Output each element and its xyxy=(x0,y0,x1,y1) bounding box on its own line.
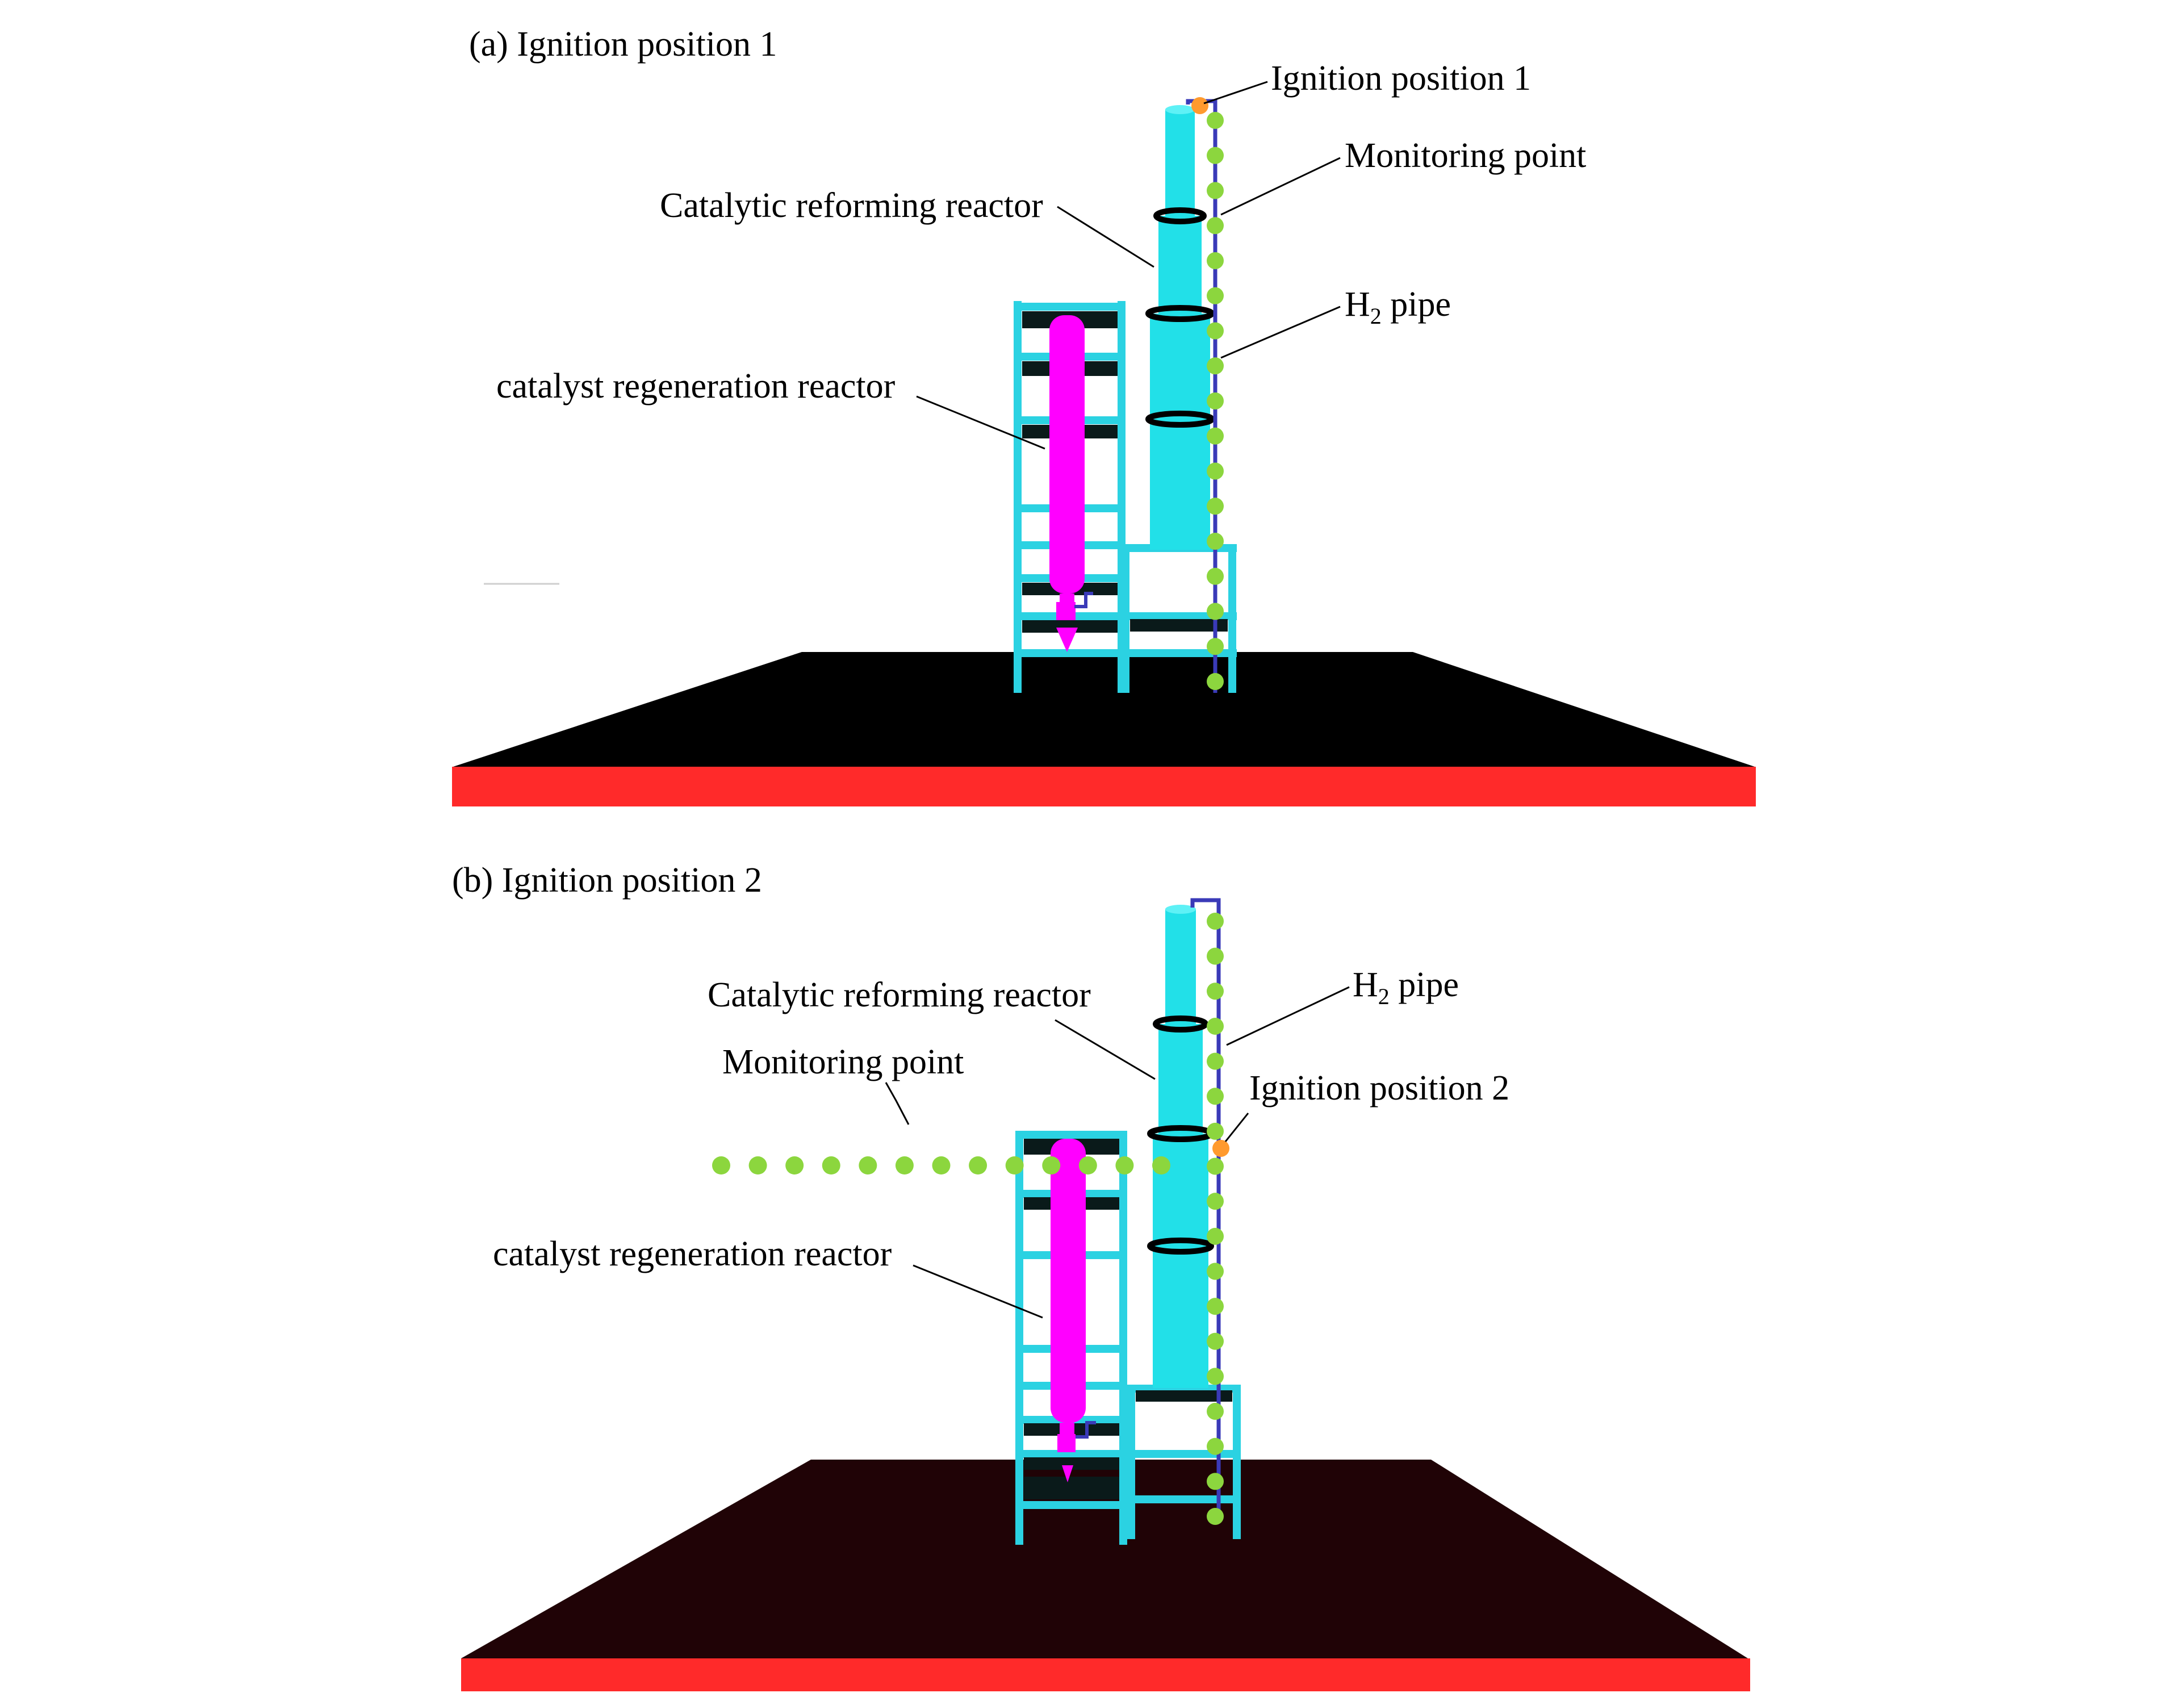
monitoring-point xyxy=(1207,913,1224,930)
monitoring-point xyxy=(895,1156,914,1174)
regeneration-reactor xyxy=(1051,1139,1086,1482)
monitoring-point xyxy=(1207,357,1224,375)
monitoring-point xyxy=(1207,1122,1224,1140)
monitoring-leader xyxy=(885,1082,910,1125)
monitoring-point xyxy=(1207,217,1224,235)
monitoring-point xyxy=(1207,1473,1224,1490)
panel-b: (b) Ignition position 2 H2 pipe Catalyti… xyxy=(452,861,1750,1691)
regeneration-leader xyxy=(916,395,1045,450)
h2-pipe xyxy=(1190,898,1221,1522)
monitoring-point xyxy=(1207,498,1224,515)
ground-edge xyxy=(452,767,1756,806)
h2-label: H2 pipe xyxy=(1353,965,1459,1009)
monitoring-point xyxy=(1207,1437,1224,1455)
monitoring-point xyxy=(1207,603,1224,620)
monitoring-point xyxy=(1115,1156,1134,1174)
monitoring-point xyxy=(1207,112,1224,129)
ground-plate xyxy=(461,1460,1748,1658)
monitoring-point xyxy=(1207,1508,1224,1525)
ground-edge xyxy=(461,1658,1750,1691)
monitoring-point xyxy=(932,1156,951,1174)
monitoring-point xyxy=(969,1156,988,1174)
ignition-label: Ignition position 1 xyxy=(1271,59,1531,98)
monitoring-point xyxy=(1078,1156,1097,1174)
monitoring-point xyxy=(1207,1332,1224,1350)
catalytic-label: Catalytic reforming reactor xyxy=(708,976,1091,1014)
catalytic-label: Catalytic reforming reactor xyxy=(660,186,1043,225)
ground-plate xyxy=(453,652,1755,767)
regeneration-reactor xyxy=(1049,315,1085,652)
monitoring-point xyxy=(1207,1017,1224,1035)
regeneration-label: catalyst regeneration reactor xyxy=(493,1235,892,1273)
monitoring-point xyxy=(1207,947,1224,965)
monitoring-point xyxy=(1042,1156,1061,1174)
ignition-label: Ignition position 2 xyxy=(1249,1069,1509,1107)
monitoring-point xyxy=(1207,462,1224,480)
catalytic-leader xyxy=(1055,1019,1156,1080)
regeneration-leader xyxy=(913,1264,1043,1319)
h2-leader xyxy=(1226,986,1350,1046)
monitoring-point xyxy=(1207,427,1224,445)
monitoring-point xyxy=(859,1156,877,1174)
monitoring-point xyxy=(1207,1298,1224,1315)
panel-a: (a) Ignition position 1 Ignition positio… xyxy=(452,25,1756,806)
regeneration-frame xyxy=(1015,1131,1127,1545)
monitoring-leader xyxy=(1220,157,1341,216)
monitoring-point xyxy=(1005,1156,1024,1174)
panel-title: (b) Ignition position 2 xyxy=(452,861,762,900)
monitoring-point xyxy=(1207,147,1224,164)
monitoring-point xyxy=(748,1156,767,1174)
monitoring-points xyxy=(1207,112,1224,690)
monitoring-point xyxy=(1207,983,1224,1000)
monitoring-label: Monitoring point xyxy=(1345,136,1586,175)
ignition-marker xyxy=(1191,97,1208,114)
monitoring-point xyxy=(822,1156,840,1174)
h2-label: H2 pipe xyxy=(1345,285,1451,329)
ignition-marker xyxy=(1212,1140,1229,1157)
monitoring-point xyxy=(712,1156,730,1174)
monitoring-point xyxy=(1207,1263,1224,1280)
monitoring-point xyxy=(1207,392,1224,409)
monitoring-point xyxy=(1207,1403,1224,1420)
monitoring-point xyxy=(1207,1052,1224,1070)
monitoring-point xyxy=(1207,287,1224,304)
monitoring-point xyxy=(1207,1193,1224,1210)
catalytic-rings xyxy=(1145,207,1215,428)
panel-title: (a) Ignition position 1 xyxy=(469,25,777,64)
monitoring-point xyxy=(1207,1227,1224,1245)
monitoring-point xyxy=(1207,673,1224,690)
monitoring-point xyxy=(1207,322,1224,340)
monitoring-point xyxy=(1207,533,1224,550)
monitoring-point xyxy=(1207,638,1224,655)
monitoring-point xyxy=(1207,252,1224,269)
catalytic-reactor xyxy=(1153,905,1208,1388)
monitoring-point xyxy=(1207,567,1224,585)
monitoring-point xyxy=(1207,1368,1224,1385)
monitoring-point xyxy=(1207,1157,1224,1175)
reformer-frame xyxy=(1127,1385,1241,1539)
h2-leader xyxy=(1220,306,1341,359)
reformer-deck xyxy=(1136,1390,1232,1402)
regeneration-link-pipe xyxy=(1074,592,1093,608)
monitoring-points-vertical xyxy=(1207,913,1224,1525)
monitoring-point xyxy=(1207,182,1224,199)
monitoring-label: Monitoring point xyxy=(722,1043,964,1081)
regeneration-link-pipe xyxy=(1076,1421,1096,1439)
catalytic-reactor xyxy=(1150,105,1210,550)
monitoring-points-horizontal xyxy=(712,1156,1170,1174)
regeneration-label: catalyst regeneration reactor xyxy=(496,367,896,406)
ignition-leader xyxy=(1203,81,1268,105)
ignition-leader xyxy=(1224,1113,1249,1142)
reformer-deck xyxy=(1130,619,1228,632)
monitoring-point xyxy=(1152,1156,1170,1174)
monitoring-point xyxy=(785,1156,804,1174)
monitoring-point xyxy=(1207,1088,1224,1105)
catalytic-leader xyxy=(1057,206,1154,268)
